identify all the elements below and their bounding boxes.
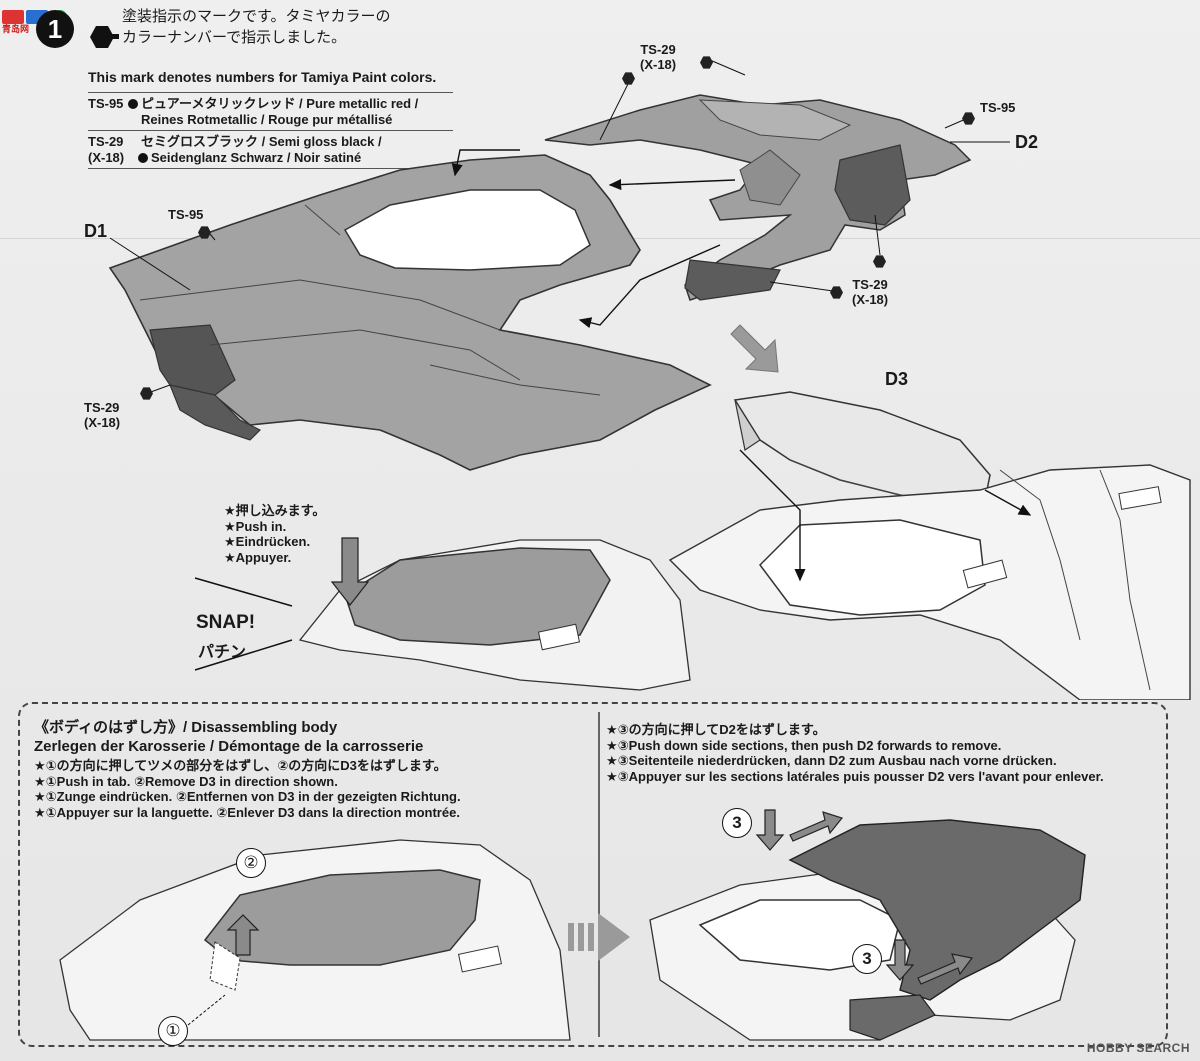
paint-code: TS-29	[88, 134, 124, 149]
paint-code: TS-95	[88, 96, 124, 111]
disassembly-title-2: Zerlegen der Karosserie / Démontage de l…	[34, 738, 424, 755]
callout-ts29-right: TS-29 (X-18)	[852, 277, 888, 307]
callout-ts29-top: TS-29 (X-18)	[640, 42, 676, 72]
part-label-d3: D3	[885, 369, 909, 389]
paint-hex-icon	[198, 226, 211, 239]
part-d3-illustration	[733, 391, 991, 506]
assembly-illustration	[108, 59, 1191, 700]
paint-desc-line1: ピュアーメタリックレッド / Pure metallic red /	[141, 96, 419, 111]
step-marker-2: ②	[236, 848, 266, 878]
step-number-badge: 1	[36, 10, 74, 48]
disassembly-left-ja: ★①の方向に押してツメの部分をはずし、②の方向にD3をはずします。	[34, 758, 447, 773]
direction-arrow-icon	[730, 324, 779, 373]
paint-row-ts95: TS-95 ピュアーメタリックレッド / Pure metallic red /…	[88, 92, 453, 130]
intro-ja-line2: カラーナンバーで指示しました。	[122, 29, 347, 46]
paint-desc-line2: Seidenglanz Schwarz / Noir satiné	[151, 150, 362, 165]
callout-code: TS-29	[852, 277, 888, 292]
callout-ts95-d2: TS-95	[980, 100, 1016, 115]
bullet-dot-icon	[128, 99, 138, 109]
bullet-dot-icon	[138, 153, 148, 163]
part-label-d1: D1	[84, 221, 108, 241]
paint-code-alt: (X-18)	[88, 150, 125, 165]
snap-label-ja: パチン	[198, 644, 247, 661]
push-in-ja: ★押し込みます。	[224, 503, 326, 518]
disassembly-right-fr: ★③Appuyer sur les sections latérales pui…	[606, 768, 1104, 784]
disassembly-divider	[598, 712, 600, 1037]
intro-japanese: 塗装指示のマークです。タミヤカラーの カラーナンバーで指示しました。	[122, 6, 452, 48]
disassembly-left-text: 《ボディのはずし方》/ Disassembling body Zerlegen …	[34, 718, 594, 820]
push-in-fr: ★Appuyer.	[224, 549, 292, 565]
disassembly-box	[18, 702, 1168, 1047]
paint-hex-icon	[830, 286, 843, 299]
disassembly-left-de: ★①Zunge eindrücken. ②Entfernen von D3 in…	[34, 789, 461, 804]
paint-hex-icon	[873, 255, 886, 268]
disassembly-right-en: ★③Push down side sections, then push D2 …	[606, 737, 1002, 753]
intro-ja-line1: 塗装指示のマークです。タミヤカラーの	[122, 8, 391, 25]
disassembly-right-ja: ★③の方向に押してD2をはずします。	[606, 722, 826, 737]
step-marker-3-bottom: 3	[852, 944, 882, 974]
snap-label: SNAP!	[196, 612, 256, 633]
paint-desc: ピュアーメタリックレッド / Pure metallic red / Reine…	[126, 96, 453, 128]
paint-table: TS-95 ピュアーメタリックレッド / Pure metallic red /…	[88, 92, 453, 169]
callout-ts29-left: TS-29 (X-18)	[84, 400, 120, 430]
intro-english: This mark denotes numbers for Tamiya Pai…	[88, 69, 437, 85]
callout-code-alt: (X-18)	[84, 415, 121, 430]
disassembly-left-en: ★①Push in tab. ②Remove D3 in direction s…	[34, 773, 338, 789]
paint-mark-icon	[90, 24, 120, 52]
part-d1-illustration	[108, 154, 712, 471]
part-d2-illustration	[544, 94, 972, 301]
part-label-d2: D2	[1015, 132, 1039, 152]
hobby-search-watermark: HOBBY SEARCH	[1086, 1041, 1190, 1055]
paint-row-ts29: TS-29 (X-18) セミグロスブラック / Semi gloss blac…	[88, 130, 453, 169]
paint-hex-icon	[622, 72, 635, 85]
disassembly-left-fr: ★①Appuyer sur la languette. ②Enlever D3 …	[34, 804, 460, 820]
callout-code-alt: (X-18)	[640, 57, 677, 72]
paint-hex-icon	[962, 112, 975, 125]
disassembly-illustration	[59, 809, 1086, 1041]
disassembly-left-drawing	[59, 839, 571, 1041]
paint-hex-icon	[700, 56, 713, 69]
disassembly-right-drawing	[649, 809, 1086, 1041]
paint-desc-line1: セミグロスブラック / Semi gloss black /	[141, 134, 382, 149]
push-in-instructions: ★押し込みます。 ★Push in. ★Eindrücken. ★Appuyer…	[224, 503, 325, 565]
callout-code: TS-29	[84, 400, 120, 415]
paint-code-group: TS-29 (X-18)	[88, 134, 136, 166]
sequence-arrow-icon	[568, 913, 630, 961]
body-closeup-right	[668, 464, 1191, 700]
callout-code: TS-29	[640, 42, 676, 57]
callout-ts95-d1: TS-95	[168, 207, 203, 222]
push-in-closeup	[194, 539, 691, 691]
disassembly-title-1: 《ボディのはずし方》/ Disassembling body	[34, 719, 338, 736]
push-down-arrow-icon	[330, 537, 370, 606]
push-in-en: ★Push in.	[224, 518, 287, 534]
watermark-text: 青岛网	[2, 24, 30, 34]
step-marker-1: ①	[158, 1016, 188, 1046]
paint-desc-line2: Reines Rotmetallic / Rouge pur métallisé	[141, 112, 393, 127]
callout-code: TS-95	[168, 207, 204, 222]
callout-code-alt: (X-18)	[852, 292, 889, 307]
disassembly-right-de: ★③Seitenteile niederdrücken, dann D2 zum…	[606, 753, 1057, 768]
step-marker-3-top: 3	[722, 808, 752, 838]
push-in-de: ★Eindrücken.	[224, 534, 311, 549]
paint-desc: セミグロスブラック / Semi gloss black / Seidengla…	[136, 134, 453, 166]
disassembly-right-text: ★③の方向に押してD2をはずします。 ★③Push down side sect…	[606, 722, 1162, 784]
paint-hex-icon	[140, 387, 153, 400]
